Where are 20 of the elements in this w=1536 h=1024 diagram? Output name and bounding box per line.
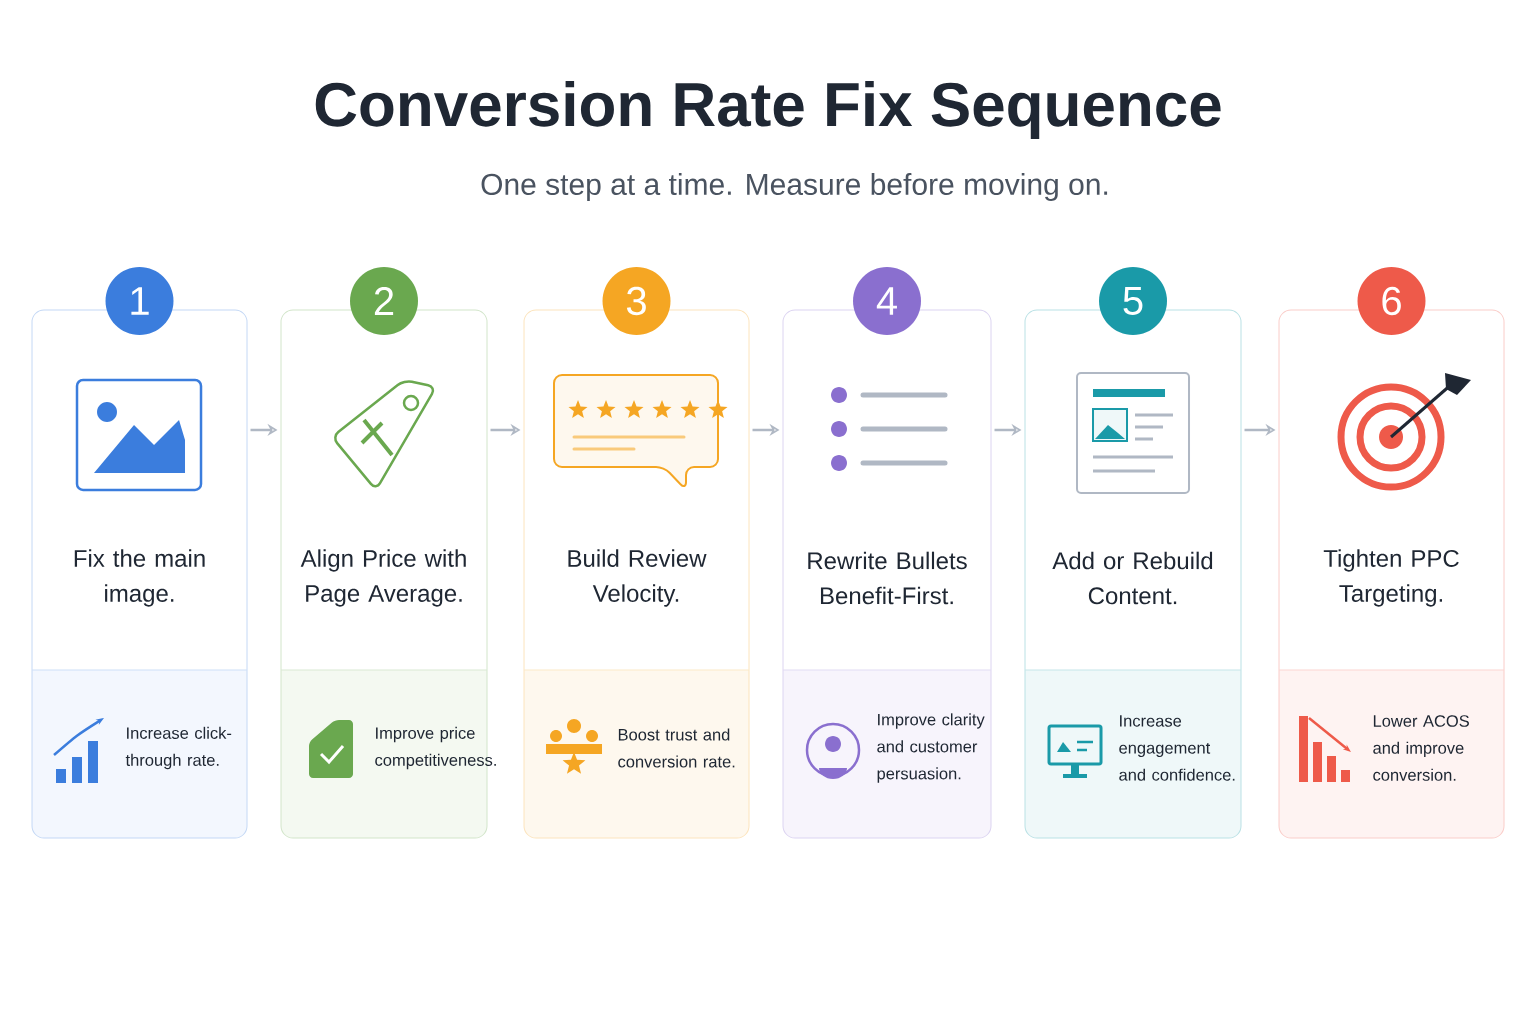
step-benefit: Increase engagement and confidence. [1119, 715, 1235, 781]
step-number-badge: 3 [602, 267, 671, 335]
step-heading: Add or Rebuild Content. [1052, 551, 1213, 605]
step-benefit: Improve price competitiveness. [375, 726, 496, 770]
step-benefit: Lower ACOS and improve conversion. [1373, 715, 1469, 781]
step-number-badge: 1 [105, 267, 174, 335]
step-benefit: Increase click-through rate. [125, 726, 232, 770]
step-number-badge: 2 [350, 267, 418, 335]
step-benefit: Improve clarity and customer persuasion. [877, 713, 985, 783]
step-heading: Fix the main image. [74, 549, 205, 607]
step-number-badge: 6 [1357, 267, 1426, 335]
title: Conversion Rate Fix Sequence [315, 81, 1221, 139]
step-number-badge: 5 [1099, 267, 1167, 335]
step-heading: Tighten PPC Targeting. [1323, 549, 1459, 607]
step-heading: Align Price with Page Average. [300, 549, 466, 607]
subtitle: One step at a time. Measure before moving on. [481, 173, 1108, 201]
step-benefit: Boost trust and conversion rate. [618, 728, 735, 768]
step-number-badge: 4 [853, 267, 921, 335]
step-heading: Rewrite Bullets Benefit-First. [808, 551, 967, 605]
step-heading: Build Review Velocity. [568, 549, 707, 607]
